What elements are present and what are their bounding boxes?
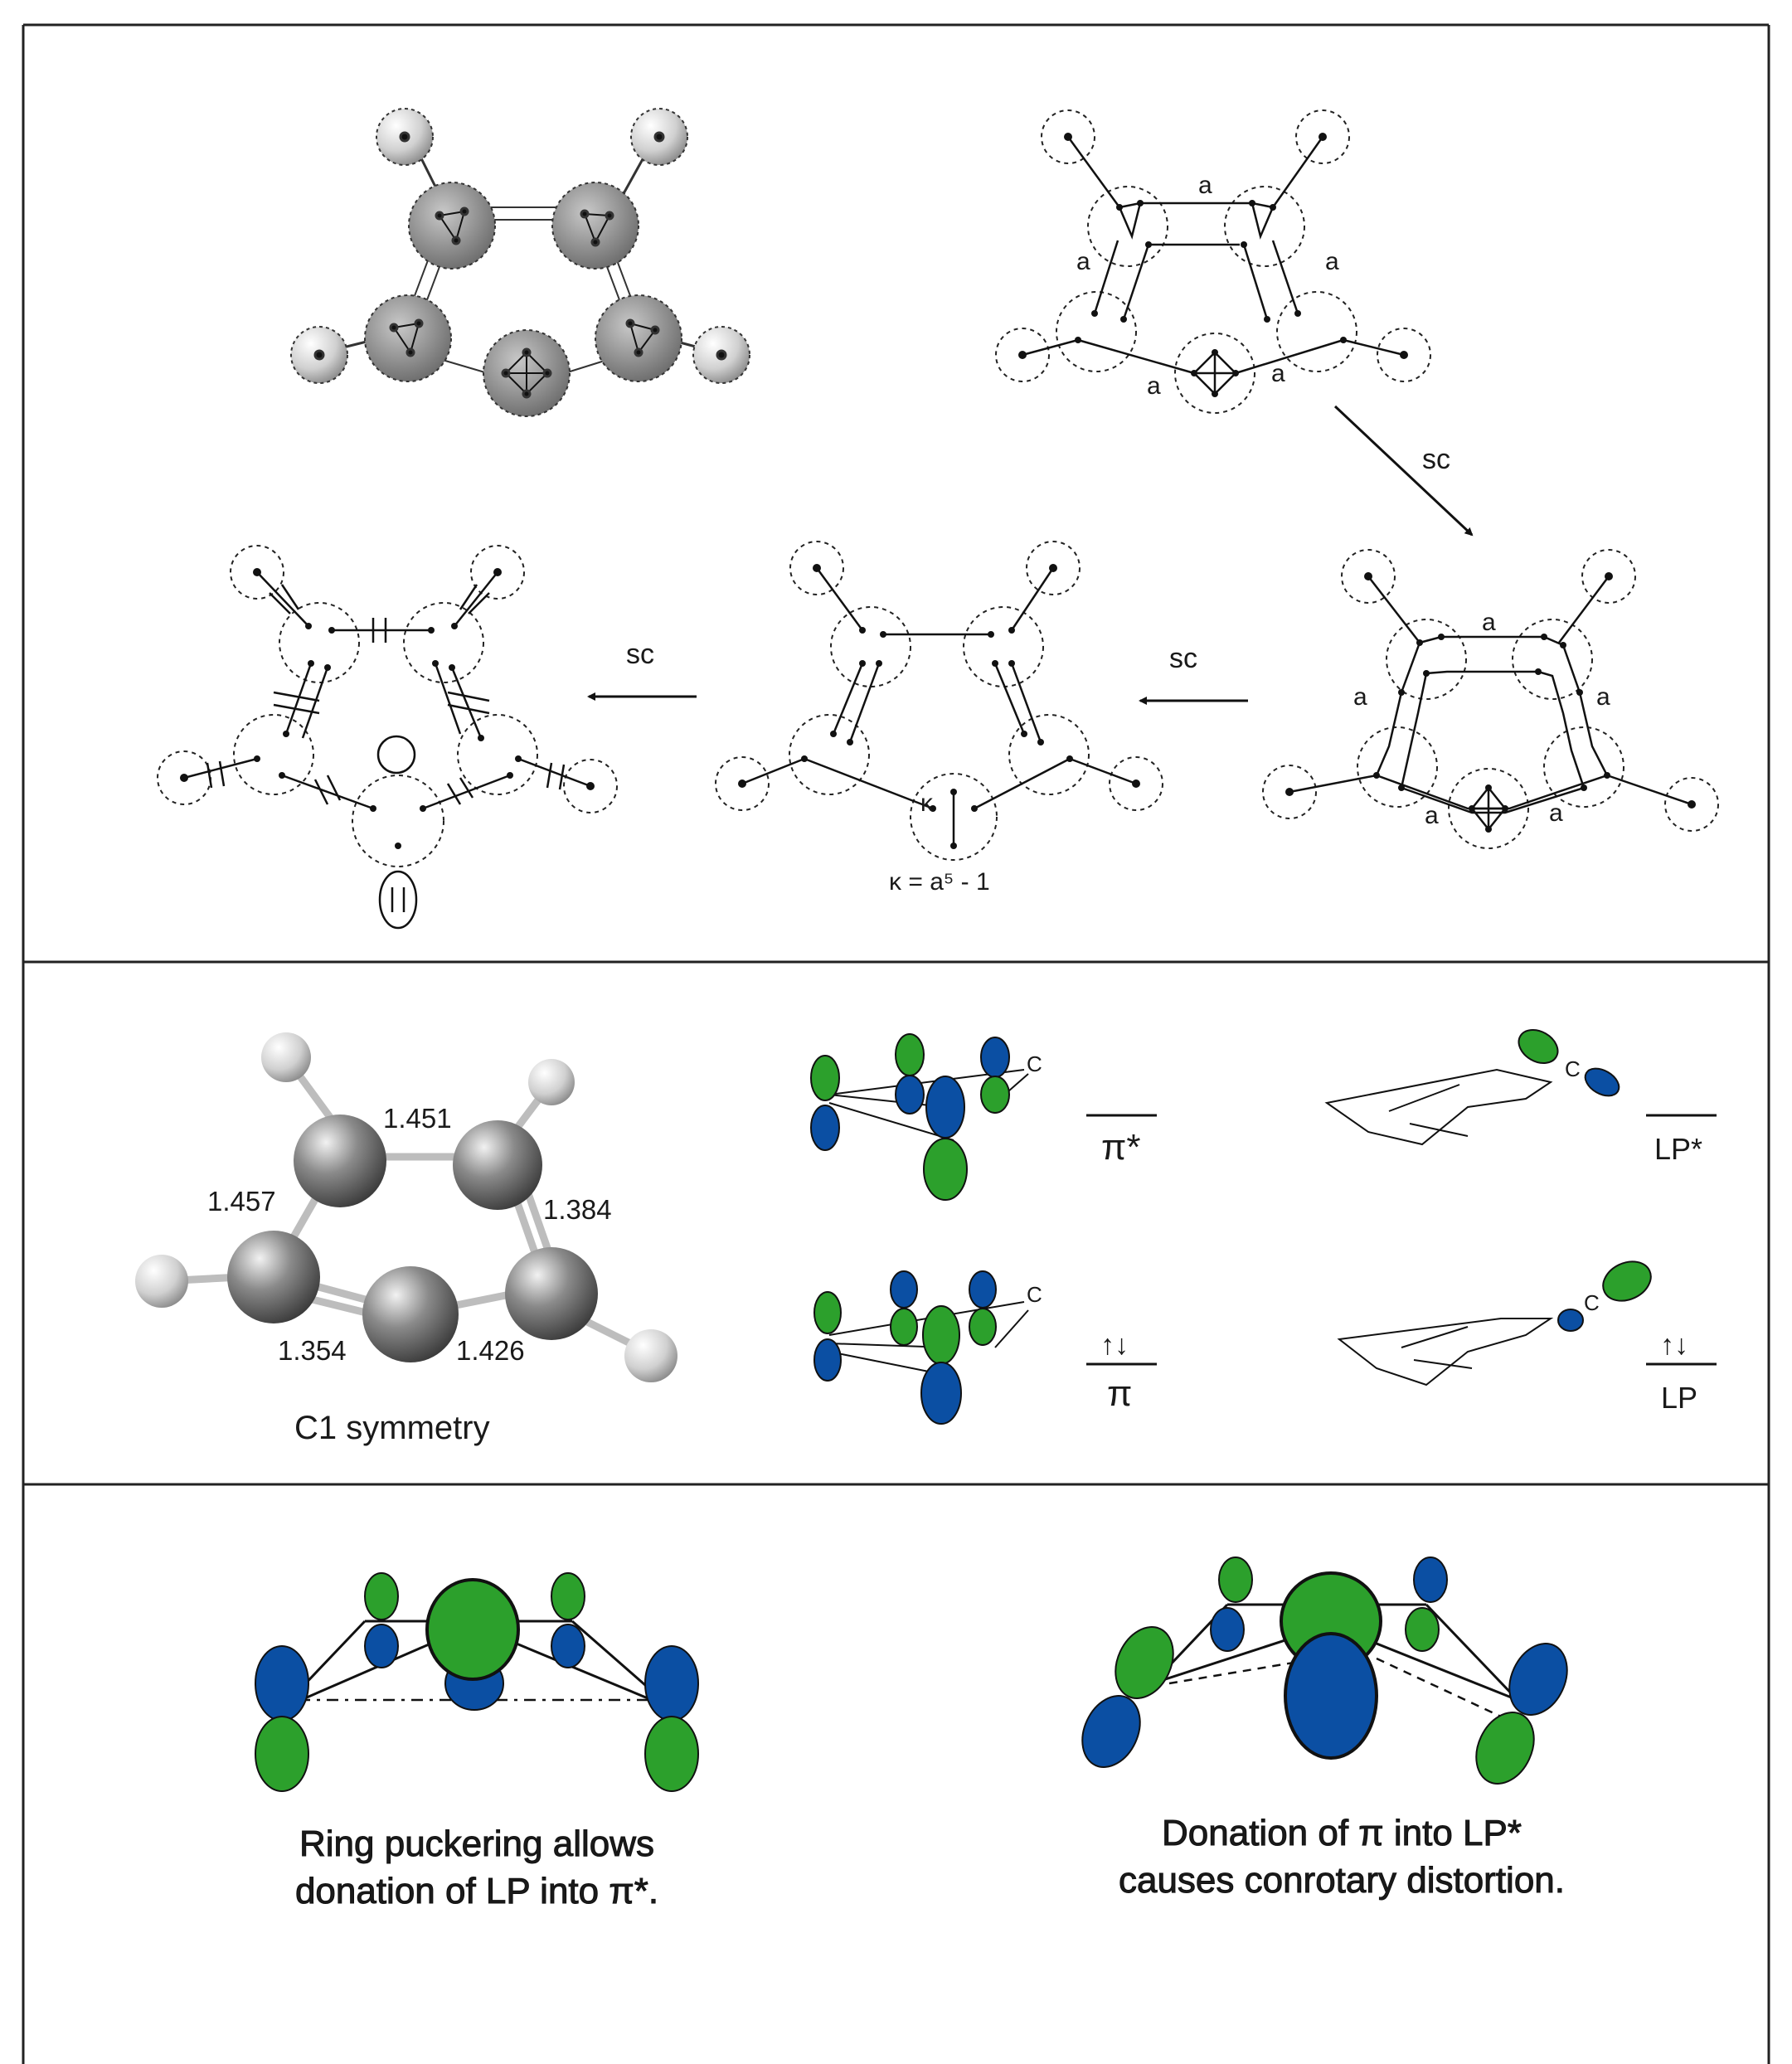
bond-length: 1.384 bbox=[543, 1194, 612, 1225]
bond-label-a: a bbox=[1147, 372, 1161, 400]
arrow-label-sc: sc bbox=[1169, 643, 1197, 674]
molecule-basins bbox=[290, 108, 750, 417]
bond-label-a: a bbox=[1353, 683, 1367, 711]
atom-c: C bbox=[1565, 1056, 1581, 1081]
molecule-ball-stick: 1.451 1.457 1.384 1.354 1.426 C1 symmetr… bbox=[135, 1032, 677, 1446]
bond-label-a: a bbox=[1549, 799, 1563, 827]
orbital-lp: C bbox=[1337, 1260, 1652, 1387]
arrow-sc-right: sc bbox=[1139, 643, 1248, 705]
bond-length: 1.354 bbox=[278, 1335, 347, 1366]
bond-length: 1.426 bbox=[456, 1335, 525, 1366]
kappa-equation: κ = a⁵ - 1 bbox=[889, 868, 990, 896]
arrow-sc-left: sc bbox=[587, 639, 697, 701]
atom-c: C bbox=[1584, 1290, 1600, 1315]
orbital-conrotary: Donation of π into LP* causes conrotary … bbox=[1081, 1556, 1568, 1901]
symmetry-label: C1 symmetry bbox=[294, 1410, 490, 1446]
caption-left-line1: Ring puckering allows bbox=[299, 1824, 654, 1864]
orbital-pi: C bbox=[813, 1270, 1042, 1425]
panel-topology: a a a a a sc bbox=[157, 108, 1719, 930]
molecule-graph-spinpairs bbox=[157, 545, 618, 930]
arrow-label-sc: sc bbox=[626, 639, 654, 670]
level-label-pi: π bbox=[1107, 1373, 1132, 1414]
arrow-label-sc: sc bbox=[1422, 444, 1450, 475]
caption-right-line1: Donation of π into LP* bbox=[1162, 1813, 1522, 1853]
bond-label-a: a bbox=[1198, 172, 1212, 199]
arrow-sc-diagonal: sc bbox=[1333, 405, 1474, 537]
bond-length: 1.457 bbox=[207, 1186, 276, 1217]
level-pi-star: π* bbox=[1086, 1114, 1157, 1168]
bond-label-a: a bbox=[1482, 609, 1496, 636]
level-label-pi-star: π* bbox=[1101, 1127, 1140, 1168]
level-lp: ↑↓ LP bbox=[1646, 1329, 1717, 1415]
bond-label-a: a bbox=[1325, 248, 1339, 275]
caption-right-line2: causes conrotary distortion. bbox=[1119, 1860, 1565, 1901]
bond-length: 1.451 bbox=[383, 1103, 452, 1134]
molecule-graph-a: a a a a a bbox=[995, 109, 1431, 414]
panel-geometry-orbitals: 1.451 1.457 1.384 1.354 1.426 C1 symmetr… bbox=[135, 1029, 1717, 1446]
frame bbox=[22, 23, 1770, 2064]
kappa-symbol: κ bbox=[920, 789, 934, 817]
molecule-graph-sc1: a a a a a bbox=[1262, 549, 1719, 849]
molecule-graph-kappa: κ κ = a⁵ - 1 bbox=[715, 541, 1163, 896]
bond-label-a: a bbox=[1425, 802, 1439, 829]
orbital-pi-star: C bbox=[810, 1033, 1042, 1201]
level-pi: ↑↓ π bbox=[1086, 1329, 1157, 1414]
panel-distortion: Ring puckering allows donation of LP int… bbox=[255, 1556, 1568, 1912]
orbital-puckering: Ring puckering allows donation of LP int… bbox=[255, 1572, 699, 1912]
orbital-lp-star: C bbox=[1324, 1029, 1620, 1146]
spin-pair-arrows: ↑↓ bbox=[1100, 1329, 1129, 1361]
atom-c: C bbox=[1027, 1051, 1042, 1076]
bond-label-a: a bbox=[1596, 683, 1610, 711]
caption-left-line2: donation of LP into π*. bbox=[295, 1871, 658, 1911]
bond-label-a: a bbox=[1271, 360, 1285, 387]
level-label-lp: LP bbox=[1661, 1381, 1697, 1415]
level-lp-star: LP* bbox=[1646, 1114, 1717, 1166]
bond-label-a: a bbox=[1076, 248, 1090, 275]
atom-c: C bbox=[1027, 1282, 1042, 1307]
level-label-lp-star: LP* bbox=[1654, 1132, 1702, 1166]
spin-pair-arrows: ↑↓ bbox=[1660, 1329, 1688, 1361]
